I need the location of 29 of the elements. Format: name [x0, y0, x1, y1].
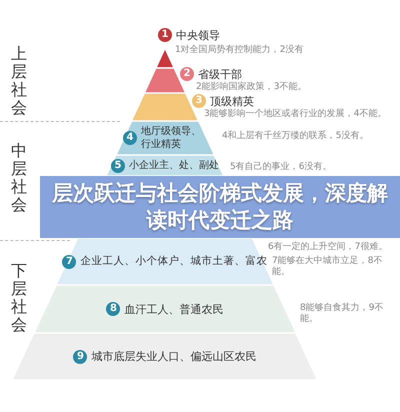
pyramid-tier	[56, 238, 274, 285]
step-number: 7	[62, 254, 76, 268]
tier-title: 省级干部	[198, 68, 242, 80]
pyramid-tier	[116, 121, 214, 155]
step-number: 2	[180, 67, 194, 81]
class-label: 上层社会	[10, 45, 28, 117]
tier-title: 城市底层失业人口、偏远山区农民	[91, 350, 256, 363]
tier-description: 5有自己的事业，6没有。	[230, 162, 332, 173]
tier-description: 7能够在大中城市立足，8不能。	[272, 256, 384, 278]
tier-title: 企业工人、小个体户、城市土著、富农	[80, 255, 268, 268]
tier-title: 血汗工人、普通农民	[124, 302, 224, 316]
tier-title: 小企业主、处、副处	[128, 159, 219, 172]
pyramid-tier	[12, 333, 318, 380]
class-label: 下层社会	[10, 262, 28, 334]
step-number: 1	[158, 28, 172, 42]
tier-description: 4和上层有千丝万缕的联系，5没有。	[222, 131, 368, 142]
pyramid-tier	[106, 155, 224, 176]
tier-description: 2能影响国家政策，3不能。	[196, 82, 306, 93]
tier-title: 中央领导	[176, 28, 220, 42]
pyramid-tier	[34, 285, 296, 333]
step-number: 3	[192, 94, 206, 108]
tier-description: 6有一定的上升空间，7很难。	[268, 242, 388, 253]
class-label: 中层社会	[10, 142, 28, 214]
title-banner: 层次跃迁与社会阶梯式发展，深度解读时代变迁之路	[40, 176, 400, 238]
tier-description: 1对全国局势有控制能力，2没有	[175, 45, 304, 56]
tier-description: 8能够自食其力，9不能。	[300, 303, 384, 325]
tier-title: 地厅级领导、行业精英	[140, 125, 202, 151]
tier-description: 3能够影响一个地区或者行业的发展，4不能。	[204, 109, 386, 120]
tier-title: 顶级精英	[210, 94, 254, 108]
